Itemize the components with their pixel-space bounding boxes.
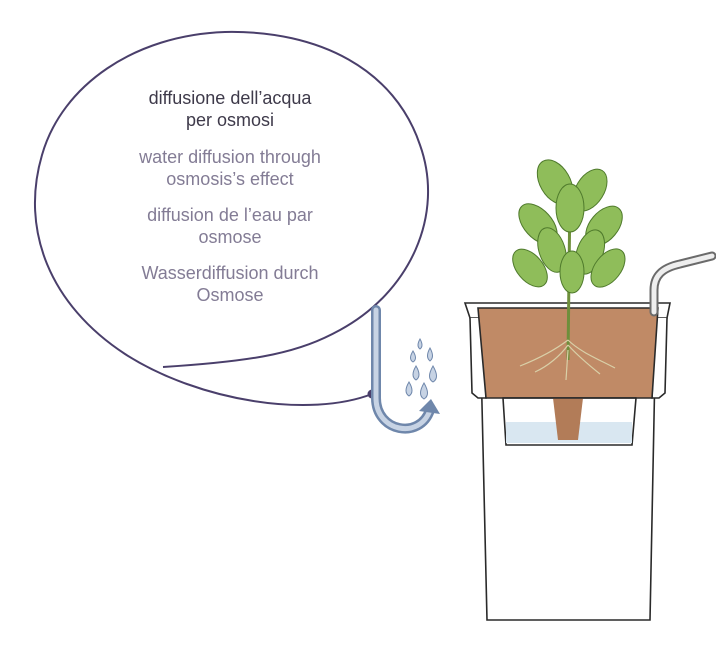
water-droplets-icon [405,337,437,400]
arrow-head-icon [419,399,440,414]
wick [553,398,583,440]
u-tube-icon [371,305,440,434]
leaves [512,159,626,294]
caption-french: diffusion de l’eau par osmose [147,205,313,247]
plant-icon [512,159,626,381]
caption-english: water diffusion through osmosis’s effect [139,147,321,189]
caption-italian: diffusione dell’acqua per osmosi [148,88,312,130]
caption-german: Wasserdiffusion durch Osmose [141,263,319,305]
roots [519,339,616,381]
watering-tube-icon [649,251,716,317]
